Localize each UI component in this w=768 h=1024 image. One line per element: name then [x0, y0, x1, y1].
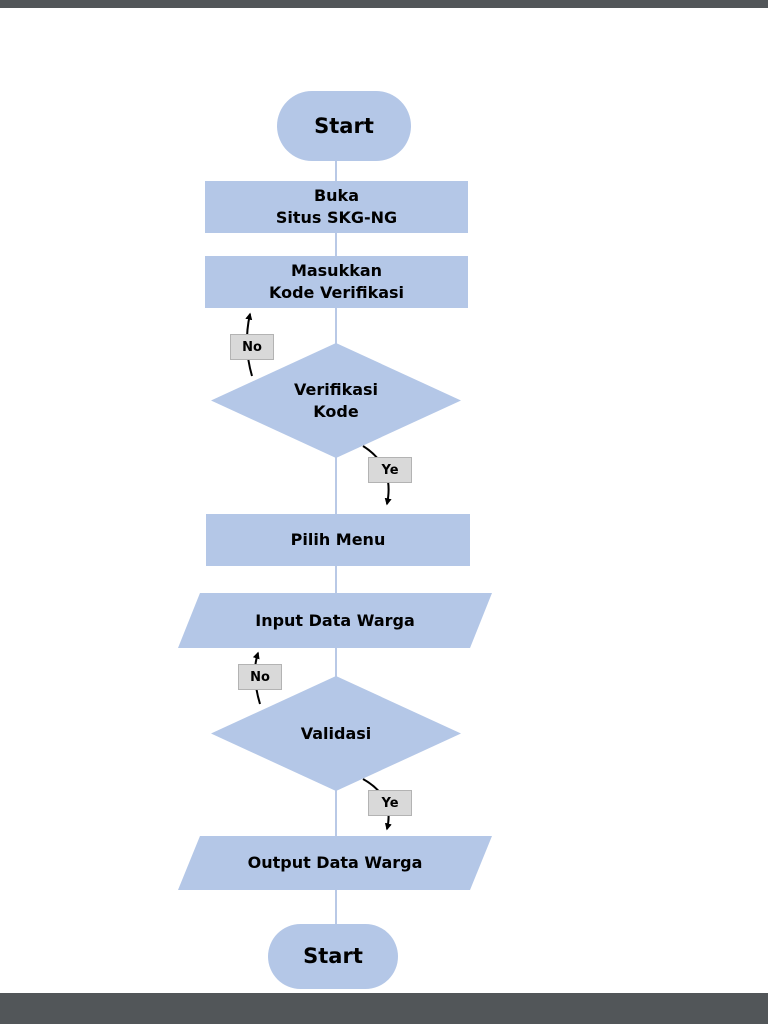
process-choose-menu: Pilih Menu	[206, 514, 470, 566]
process-enter-code: Masukkan Kode Verifikasi	[205, 256, 468, 308]
start-node-top: Start	[277, 91, 411, 161]
edge-label-validate-yes: Ye	[368, 790, 412, 816]
io-output-data: Output Data Warga	[178, 836, 492, 890]
edge-label-verify-yes: Ye	[368, 457, 412, 483]
process-open-site: Buka Situs SKG-NG	[205, 181, 468, 233]
start-node-bottom: Start	[268, 924, 398, 989]
edge-label-validate-no: No	[238, 664, 282, 690]
edge-label-verify-no: No	[230, 334, 274, 360]
io-input-data: Input Data Warga	[178, 593, 492, 648]
